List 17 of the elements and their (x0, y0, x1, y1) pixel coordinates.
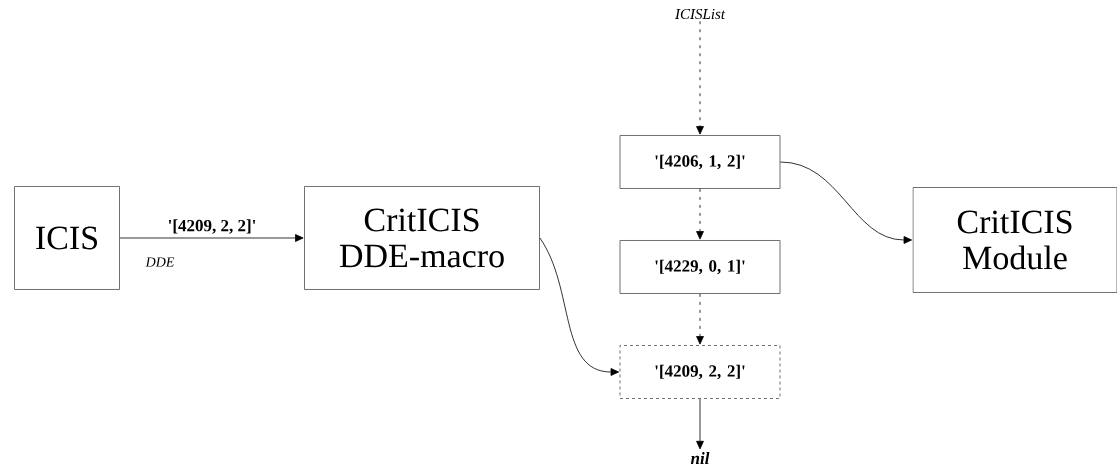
arrow (696, 398, 704, 450)
process-box: CritICIS DDE-macro (304, 186, 540, 290)
edge-label: '[4209, 2, 2]' (166, 218, 258, 235)
arrow (539, 237, 619, 376)
arrow (696, 20, 704, 135)
arrow (780, 161, 912, 244)
process-box: '[4206, 1, 2]' (619, 135, 781, 189)
process-box: '[4209, 2, 2]' (619, 345, 781, 399)
arrow (119, 234, 304, 242)
node-label: nil (690, 452, 710, 464)
arrow (696, 293, 704, 345)
process-box: CritICIS Module (912, 187, 1117, 293)
process-box: '[4229, 0, 1]' (619, 240, 781, 294)
node-label: ICISList (674, 8, 726, 20)
process-box: ICIS (14, 186, 120, 290)
arrow (696, 188, 704, 240)
protocol-label: DDE (145, 257, 175, 267)
